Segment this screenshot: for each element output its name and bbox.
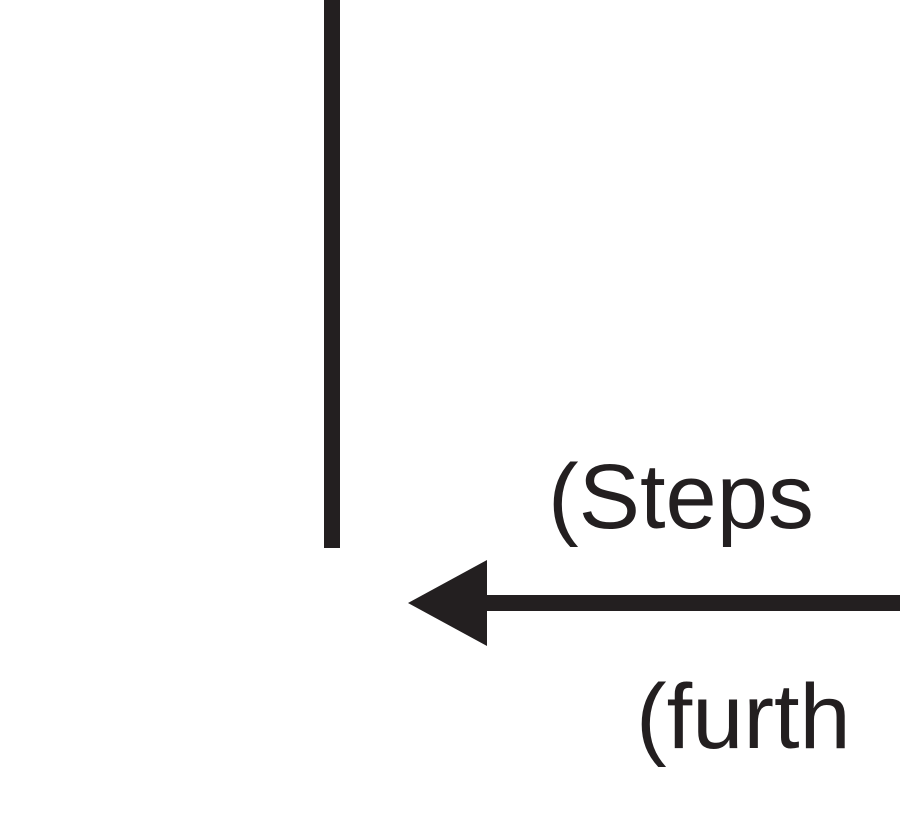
further-label: (furth xyxy=(636,666,851,768)
left-arrowhead-icon xyxy=(408,560,487,646)
steps-label: (Steps xyxy=(548,446,814,548)
